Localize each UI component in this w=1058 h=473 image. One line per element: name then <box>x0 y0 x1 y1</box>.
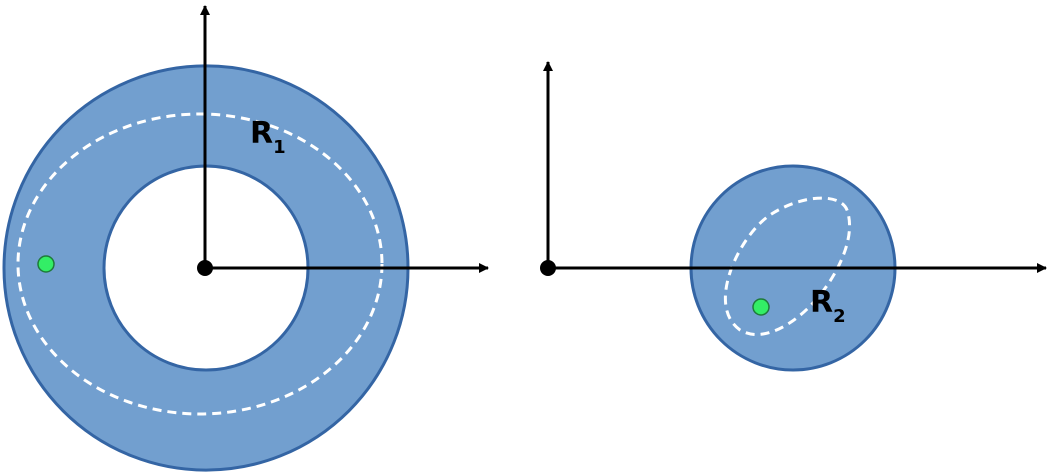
disk-label: R2 <box>810 285 846 327</box>
disk-loop <box>723 196 852 336</box>
annulus-point <box>37 255 55 273</box>
disk-point <box>752 298 770 316</box>
disk-origin-dot <box>540 260 556 276</box>
annulus-origin-dot <box>197 260 213 276</box>
disk-panel: R2 <box>540 61 1047 372</box>
annulus-loop <box>16 112 384 416</box>
annulus-label: R1 <box>250 116 286 158</box>
annulus-panel: R1 <box>2 5 489 472</box>
